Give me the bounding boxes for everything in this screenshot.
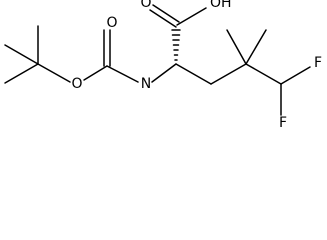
- bond-ester-oxygen-to-carbamate-carbon: [83, 65, 108, 81]
- bond-quaternary-methyl-right: [245, 29, 267, 65]
- bond-alpha-to-methylene: [175, 63, 212, 85]
- atom-label-carbamate-oxygen: O: [106, 15, 117, 31]
- bond-quaternary-to-difluoro-carbon: [245, 63, 282, 85]
- atom-label-ester-oxygen: O: [71, 76, 82, 92]
- bond-acid-double-b: [152, 4, 180, 23]
- atom-label-carbonyl-oxygen: O: [140, 0, 151, 11]
- atom-label-fluorine-bottom: F: [279, 115, 287, 131]
- atom-label-hydroxyl: OH: [210, 0, 232, 11]
- bond-quaternary-methyl-left: [226, 29, 247, 65]
- bond-to-fluorine-right: [280, 66, 311, 85]
- bond-tbu-methyl-lower-left: [4, 63, 39, 84]
- bond-acid-to-hydroxyl: [176, 7, 207, 26]
- atom-label-fluorine-right: F: [314, 55, 322, 71]
- bond-acid-double-a: [149, 9, 177, 28]
- atom-label-nitrogen: N: [141, 76, 151, 92]
- bond-methylene-to-quaternary: [210, 63, 247, 85]
- bond-tbu-methyl-upper-left: [4, 44, 39, 65]
- bond-carbamate-carbon-to-nitrogen: [106, 65, 139, 83]
- bond-tbu-to-ester-oxygen: [37, 63, 71, 83]
- bond-nitrogen-to-alpha-carbon: [151, 63, 177, 83]
- stereo-hashed-wedge: [171, 29, 181, 61]
- molecule-structure: O OH O O N F F: [4, 0, 322, 131]
